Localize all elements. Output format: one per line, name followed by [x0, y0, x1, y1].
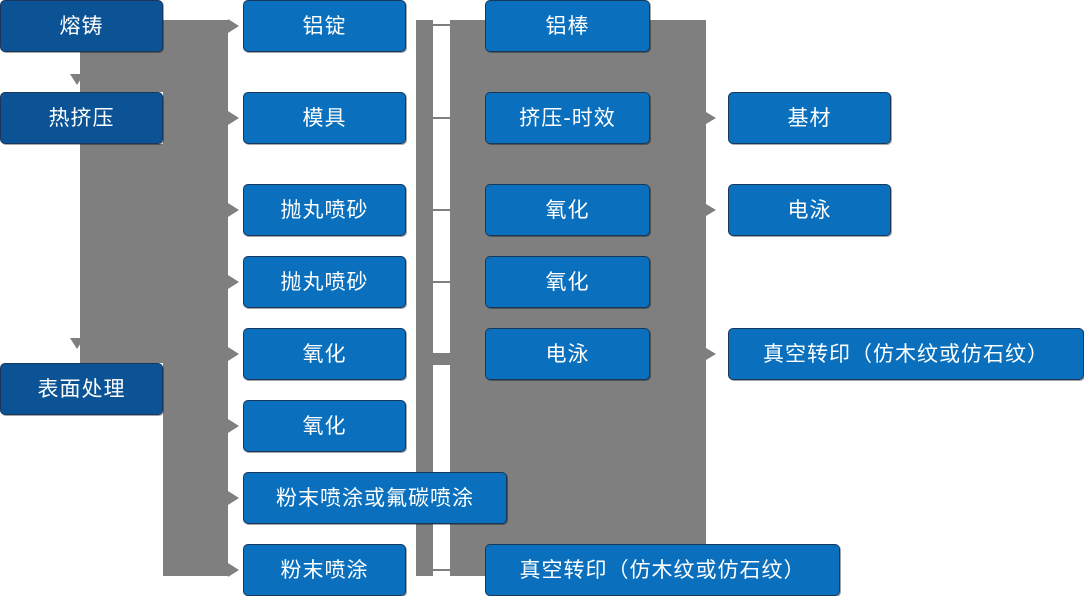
process-node-aluminum-bar-label: 铝棒 — [545, 13, 590, 38]
material-node-shot-blasting-1-label: 抛丸喷砂 — [280, 197, 369, 222]
stage-node-melting-label: 熔铸 — [59, 13, 104, 38]
material-arrow-8 — [228, 563, 239, 577]
material-node-powder-or-fluorocarbon-coating[interactable]: 粉末喷涂或氟碳喷涂 — [243, 472, 507, 524]
output-node-vacuum-transfer-printing[interactable]: 真空转印（仿木纹或仿石纹） — [728, 328, 1084, 380]
output-node-vacuum-transfer-printing-label: 真空转印（仿木纹或仿石纹） — [763, 341, 1049, 366]
process-node-oxidation-1-label: 氧化 — [545, 197, 590, 222]
material-node-oxidation-2-label: 氧化 — [302, 413, 347, 438]
process-node-electrophoresis-label: 电泳 — [545, 341, 590, 366]
material-node-mold-label: 模具 — [302, 105, 347, 130]
output-node-electrophoresis-label: 电泳 — [787, 197, 832, 222]
stage-node-surface-treatment[interactable]: 表面处理 — [0, 363, 163, 415]
output-arrow-1 — [706, 112, 716, 124]
process-node-electrophoresis[interactable]: 电泳 — [485, 328, 650, 380]
process-node-extrusion-aging-label: 挤压-时效 — [519, 105, 616, 130]
material-arrow-1 — [228, 19, 239, 33]
spine-stub-row2 — [433, 117, 451, 119]
stage-arrow-down-2 — [70, 338, 84, 349]
process-node-oxidation-2[interactable]: 氧化 — [485, 256, 650, 308]
output-node-substrate-label: 基材 — [787, 105, 832, 130]
material-arrow-2 — [228, 111, 239, 125]
material-arrow-7 — [228, 491, 239, 505]
material-node-mold[interactable]: 模具 — [243, 92, 406, 144]
spine-bridge — [416, 353, 451, 365]
process-node-extrusion-aging[interactable]: 挤压-时效 — [485, 92, 650, 144]
spine-stub-row6 — [433, 569, 451, 571]
material-node-powder-coating[interactable]: 粉末喷涂 — [243, 544, 406, 596]
stage-spine-trunk — [163, 20, 228, 576]
process-node-vacuum-transfer-printing[interactable]: 真空转印（仿木纹或仿石纹） — [485, 544, 840, 596]
stage-node-surface-treatment-label: 表面处理 — [37, 376, 126, 401]
material-node-aluminum-ingot-label: 铝锭 — [302, 13, 347, 38]
material-node-oxidation-1[interactable]: 氧化 — [243, 328, 406, 380]
material-node-aluminum-ingot[interactable]: 铝锭 — [243, 0, 406, 52]
process-node-aluminum-bar[interactable]: 铝棒 — [485, 0, 650, 52]
process-node-oxidation-1[interactable]: 氧化 — [485, 184, 650, 236]
material-node-oxidation-1-label: 氧化 — [302, 341, 347, 366]
stage-node-hot-extrusion[interactable]: 热挤压 — [0, 92, 163, 144]
output-node-electrophoresis[interactable]: 电泳 — [728, 184, 891, 236]
stage-stub-surface — [163, 388, 193, 390]
process-node-oxidation-2-label: 氧化 — [545, 269, 590, 294]
material-arrow-3 — [228, 203, 239, 217]
spine-stub-row1 — [433, 24, 451, 26]
material-arrow-6 — [228, 419, 239, 433]
output-node-substrate[interactable]: 基材 — [728, 92, 891, 144]
output-arrow-2 — [706, 204, 716, 216]
material-node-shot-blasting-1[interactable]: 抛丸喷砂 — [243, 184, 406, 236]
spine-stub-row3 — [433, 209, 451, 211]
material-node-shot-blasting-2[interactable]: 抛丸喷砂 — [243, 256, 406, 308]
stage-node-melting[interactable]: 熔铸 — [0, 0, 163, 52]
material-arrow-4 — [228, 275, 239, 289]
material-node-powder-coating-label: 粉末喷涂 — [280, 557, 369, 582]
stage-link-2 — [80, 144, 170, 363]
stage-node-hot-extrusion-label: 热挤压 — [48, 105, 115, 130]
material-arrow-5 — [228, 347, 239, 361]
spine-stub-row4 — [433, 281, 451, 283]
material-node-shot-blasting-2-label: 抛丸喷砂 — [280, 269, 369, 294]
material-spine-bar — [416, 20, 433, 576]
material-node-powder-or-fluorocarbon-coating-label: 粉末喷涂或氟碳喷涂 — [276, 485, 474, 510]
stage-arrow-down-1 — [70, 74, 84, 85]
process-node-vacuum-transfer-printing-label: 真空转印（仿木纹或仿石纹） — [519, 557, 806, 582]
output-arrow-3 — [706, 348, 716, 360]
material-node-oxidation-2[interactable]: 氧化 — [243, 400, 406, 452]
